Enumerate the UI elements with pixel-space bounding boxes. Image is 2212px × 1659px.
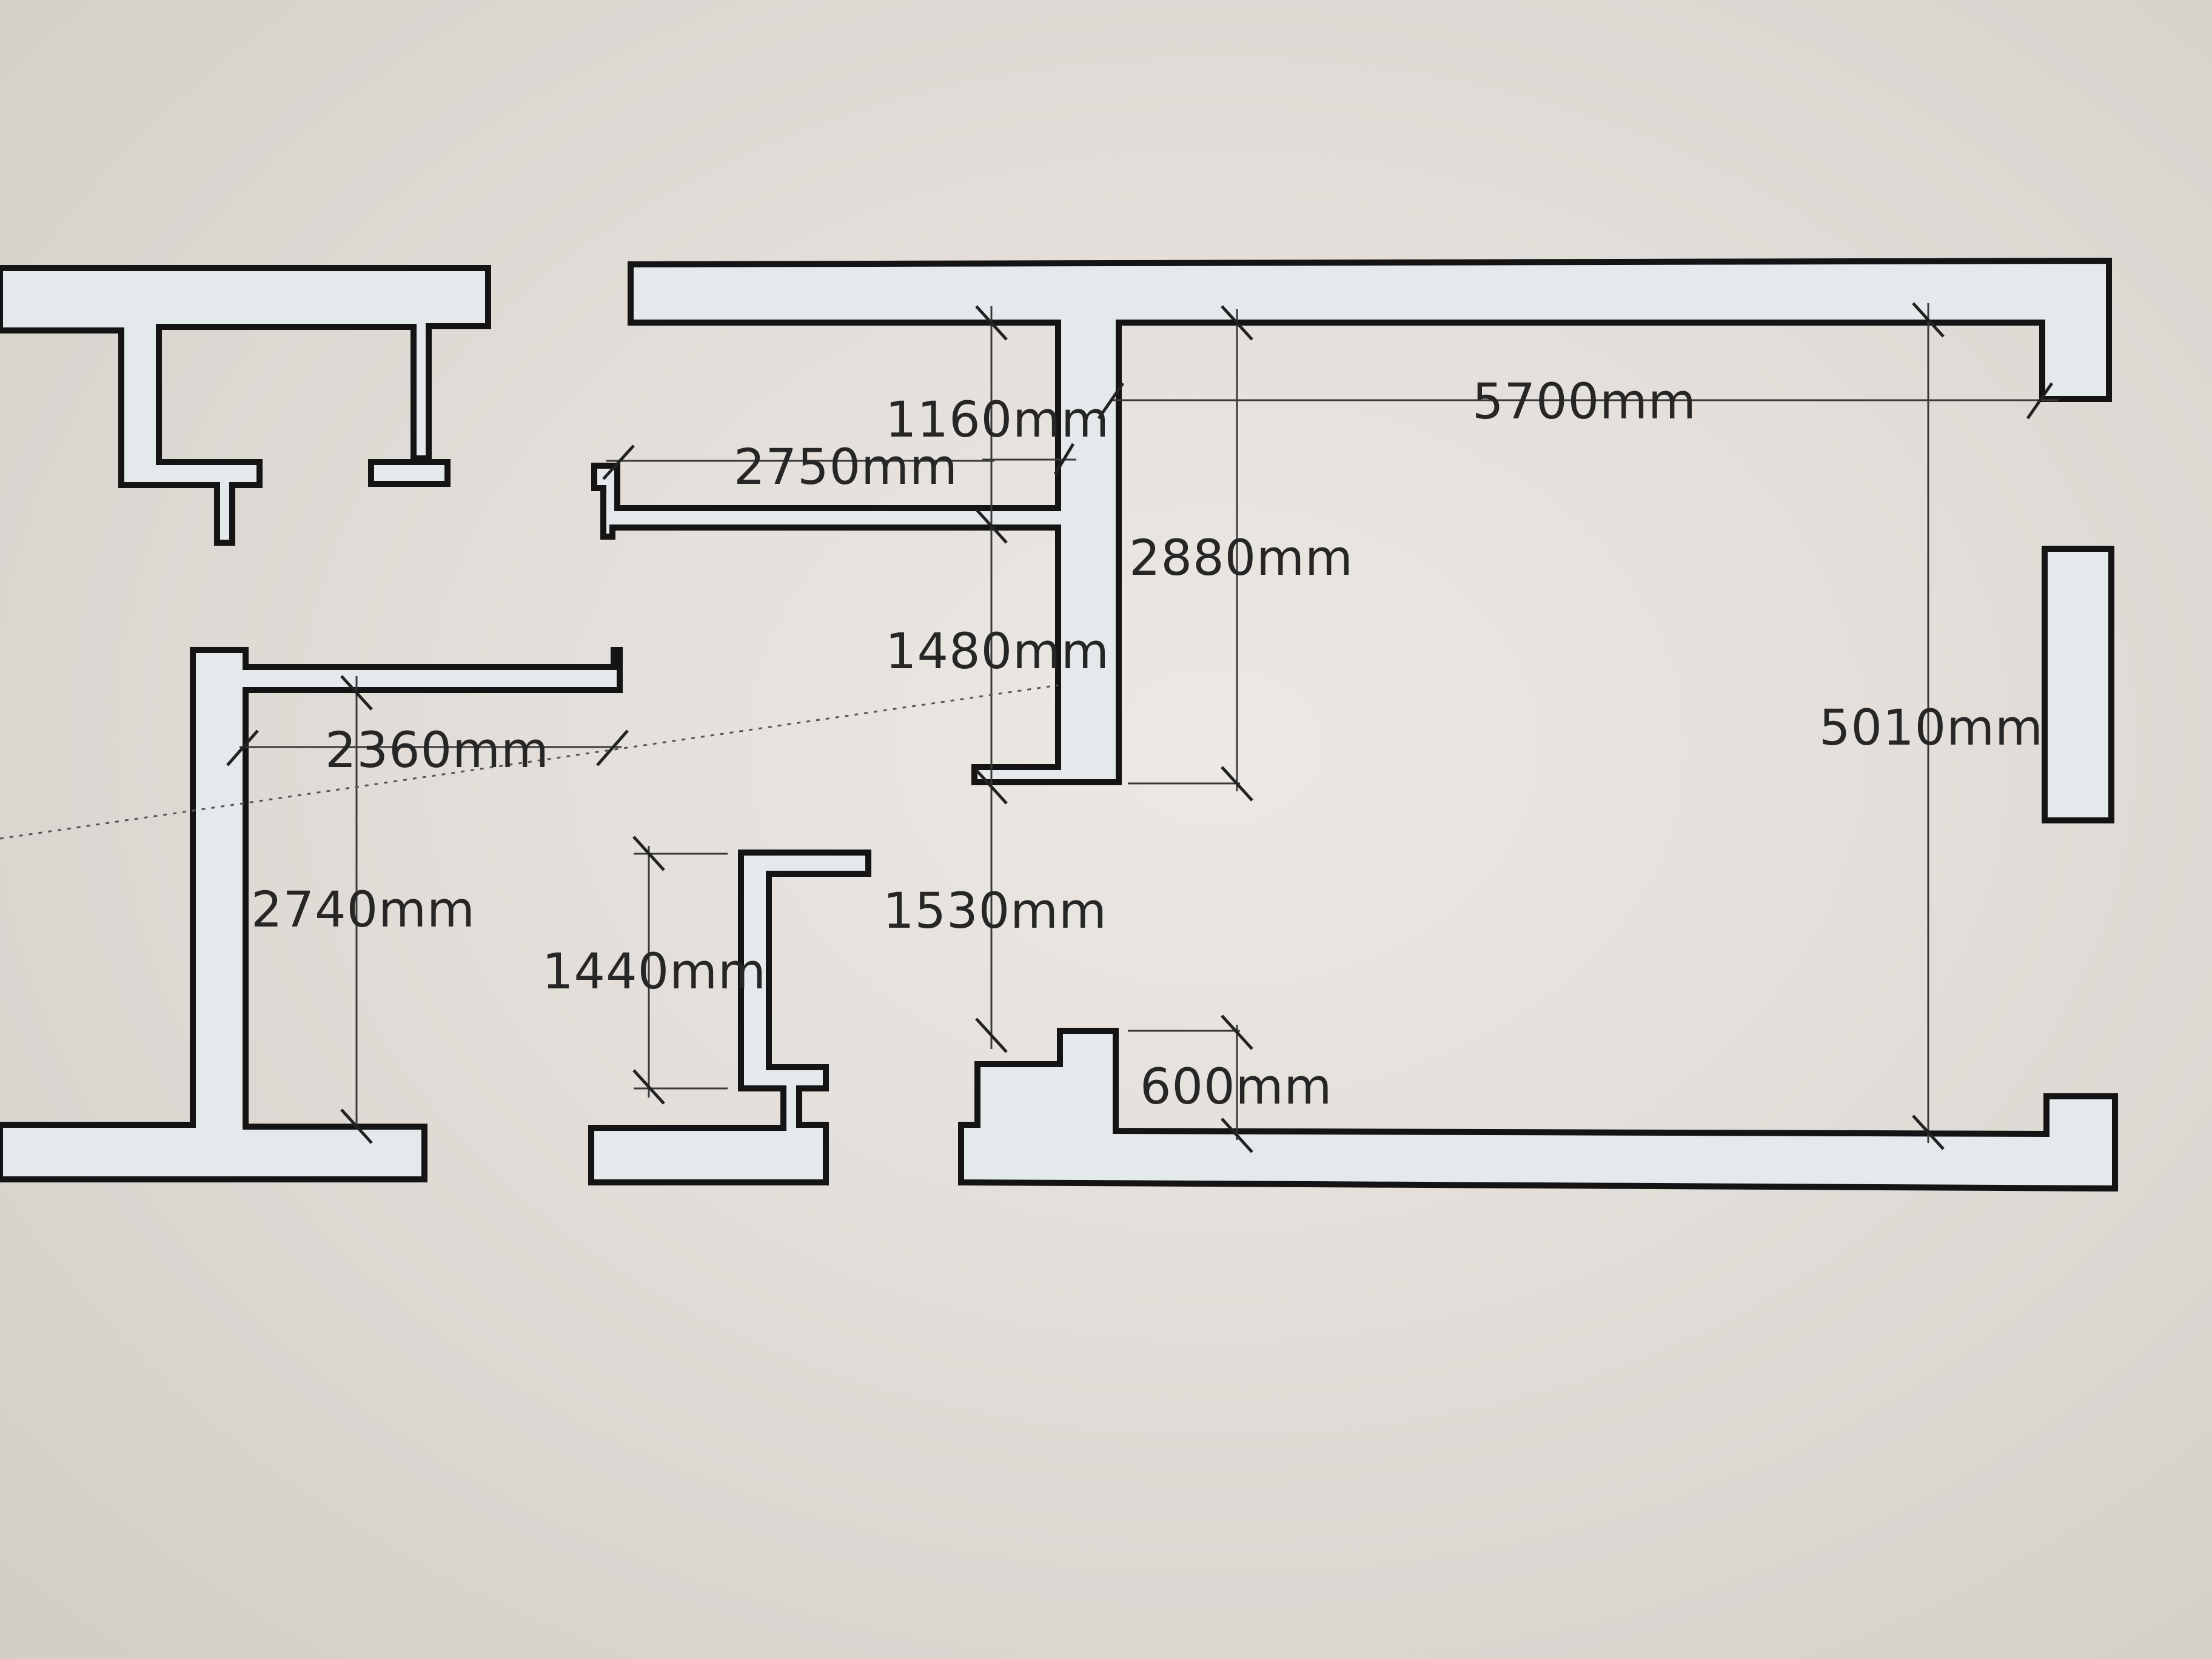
wall-top-main[interactable] — [591, 257, 2112, 785]
wall-stub-top-left[interactable] — [368, 459, 451, 487]
wall-top-left[interactable] — [0, 265, 491, 546]
wall-bottom-middle[interactable] — [588, 850, 871, 1185]
dimension-lines — [0, 302, 2059, 1153]
dimension-label-5700: 5700mm — [1472, 374, 1697, 431]
dimension-label-1480: 1480mm — [885, 623, 1110, 680]
dimension-label-1160: 1160mm — [885, 392, 1110, 449]
dimension-label-1440: 1440mm — [542, 943, 766, 1000]
dimension-label-1530: 1530mm — [883, 883, 1107, 940]
window-right[interactable] — [2042, 546, 2114, 823]
dimension-label-2360: 2360mm — [325, 722, 549, 779]
dimension-label-5010: 5010mm — [1819, 700, 2043, 757]
wall-bottom-right[interactable] — [958, 1028, 2118, 1192]
dimension-label-2740: 2740mm — [251, 882, 475, 939]
wall-bottom-left[interactable] — [0, 647, 623, 1182]
dimension-label-600: 600mm — [1140, 1059, 1332, 1116]
dimension-label-2880: 2880mm — [1129, 530, 1353, 587]
dimension-label-2750: 2750mm — [734, 439, 958, 496]
